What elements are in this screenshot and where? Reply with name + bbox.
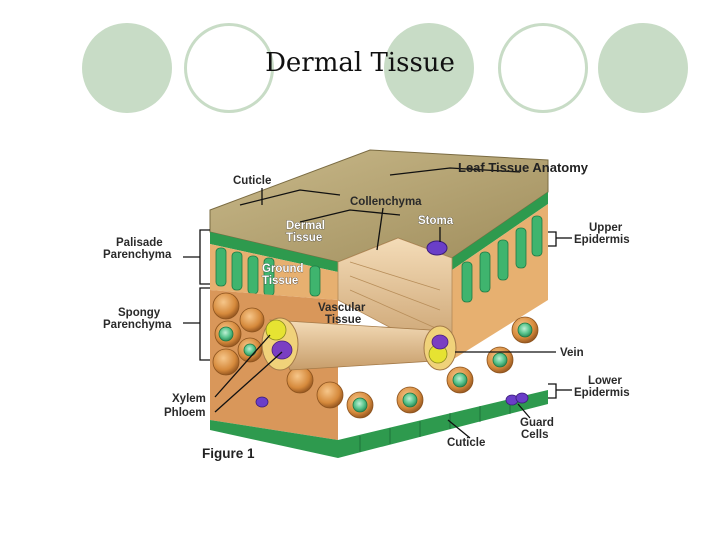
label-collenchyma: Collenchyma	[350, 196, 422, 208]
leaf-anatomy-diagram: Leaf Tissue Anatomy Cuticle Collenchyma …	[96, 148, 656, 468]
label-stoma: Stoma	[418, 215, 454, 227]
label-vascular-tissue-2: Tissue	[325, 314, 361, 326]
label-cuticle-bottom: Cuticle	[447, 437, 485, 449]
slide-title: Dermal Tissue	[0, 48, 720, 78]
label-xylem: Xylem	[172, 393, 206, 405]
label-dermal-tissue-1: Dermal	[286, 220, 325, 232]
label-spongy-2: Parenchyma	[103, 319, 172, 331]
label-upper-epidermis-2: Epidermis	[574, 234, 630, 246]
label-palisade-1: Palisade	[116, 237, 163, 249]
label-spongy-1: Spongy	[118, 307, 161, 319]
label-lower-epidermis-1: Lower	[588, 375, 622, 387]
leaf-anatomy-figure: Leaf Tissue Anatomy Cuticle Collenchyma …	[96, 148, 656, 468]
label-lower-epidermis-2: Epidermis	[574, 387, 630, 399]
label-vein: Vein	[560, 347, 584, 359]
label-upper-epidermis-1: Upper	[589, 222, 623, 234]
label-dermal-tissue-2: Tissue	[286, 232, 322, 244]
label-ground-tissue-1: Ground	[262, 263, 304, 275]
label-vascular-tissue-1: Vascular	[318, 302, 366, 314]
label-cuticle-top: Cuticle	[233, 175, 271, 187]
label-phloem: Phloem	[164, 407, 206, 419]
label-palisade-2: Parenchyma	[103, 249, 172, 261]
stoma-top	[427, 241, 447, 255]
label-ground-tissue-2: Tissue	[262, 275, 298, 287]
figure-caption: Figure 1	[202, 446, 255, 461]
figure-title: Leaf Tissue Anatomy	[458, 160, 589, 175]
label-guard-cells-1: Guard	[520, 417, 554, 429]
label-guard-cells-2: Cells	[521, 429, 549, 441]
